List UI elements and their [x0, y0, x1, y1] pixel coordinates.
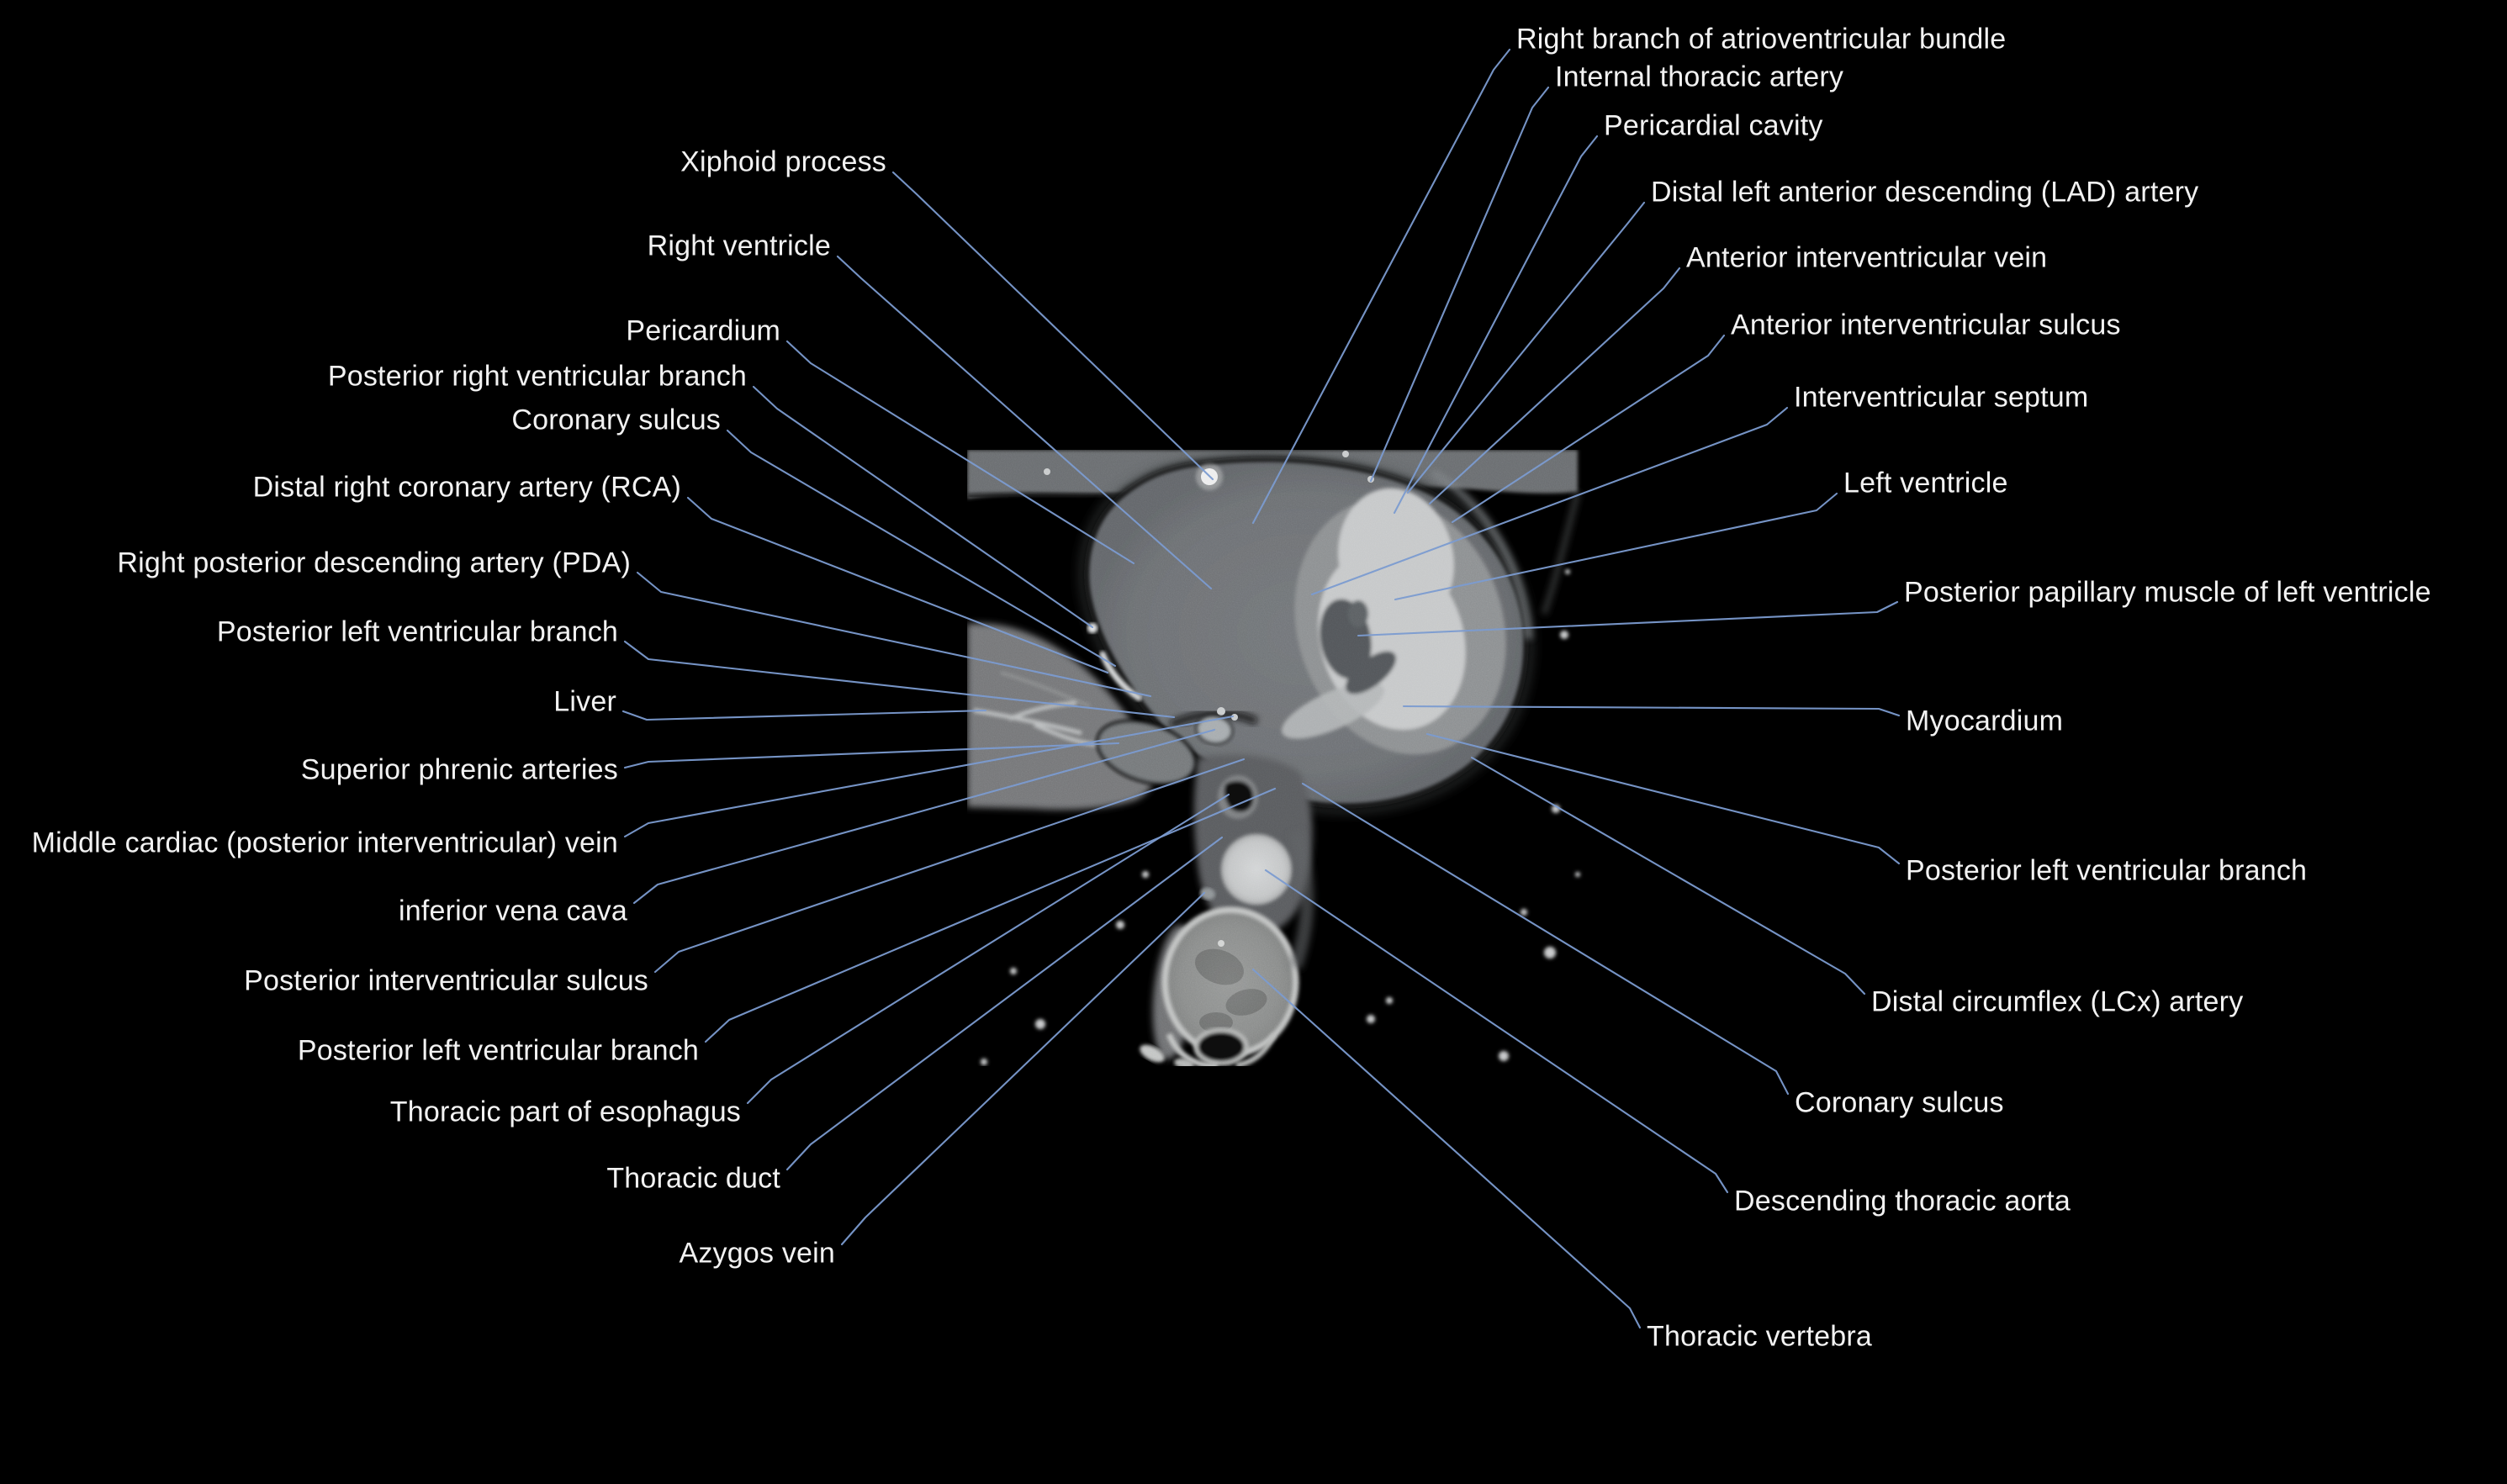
- ct-lv-cavity: [1318, 548, 1466, 730]
- ct-background: [967, 450, 1589, 1066]
- leader-line-coronary-sulcus-right: [1301, 782, 1790, 1096]
- leader-line-liver: [621, 709, 987, 721]
- ct-right-ventricle: [1089, 462, 1524, 804]
- label-right-branch-av-bundle: Right branch of atrioventricular bundle: [1516, 23, 2007, 55]
- leader-line-posterior-left-ventricular-branch-2: [704, 787, 1277, 1043]
- leader-line-distal-lcx: [1470, 756, 1866, 995]
- leader-line-descending-thoracic-aorta: [1264, 869, 1729, 1194]
- ct-noise-texture: [967, 450, 1589, 1066]
- label-left-ventricle: Left ventricle: [1843, 467, 2008, 499]
- leader-line-coronary-sulcus-left: [726, 429, 1117, 668]
- label-anterior-interventricular-sulcus: Anterior interventricular sulcus: [1731, 309, 2121, 341]
- leader-line-posterior-left-ventricular-branch-3: [1425, 732, 1901, 865]
- label-right-ventricle: Right ventricle: [647, 230, 831, 262]
- ct-pericardium: [1079, 452, 1534, 814]
- ct-papillary-muscles: [1320, 599, 1397, 694]
- label-distal-lad: Distal left anterior descending (LAD) ar…: [1651, 176, 2199, 209]
- ct-internal-thoracic-vessels: [1342, 451, 1374, 483]
- ct-heart: [1079, 452, 1534, 814]
- ct-lung-vessels: [981, 569, 1580, 1065]
- label-distal-rca: Distal right coronary artery (RCA): [252, 471, 681, 504]
- ct-cardiophrenic-region: [1095, 719, 1198, 786]
- label-inferior-vena-cava: inferior vena cava: [399, 895, 627, 927]
- label-pericardium: Pericardium: [626, 314, 780, 347]
- ct-spinal-canal: [1193, 1027, 1249, 1066]
- ct-left-ventricle: [1282, 488, 1506, 755]
- ct-mediastinum: [1193, 754, 1313, 937]
- leader-line-middle-cardiac-vein: [623, 715, 1235, 838]
- label-thoracic-esophagus: Thoracic part of esophagus: [389, 1096, 741, 1128]
- ct-liver: [967, 623, 1156, 811]
- leader-line-posterior-papillary-muscle: [1357, 600, 1899, 637]
- leader-line-distal-lad: [1406, 201, 1646, 494]
- ct-rca-vessel: [1087, 623, 1142, 701]
- leader-line-azygos-vein: [840, 891, 1206, 1246]
- leader-line-myocardium: [1402, 705, 1901, 717]
- ct-azygos-vein: [1200, 887, 1215, 900]
- ct-paraspinal-tissue: [1152, 925, 1196, 1059]
- label-coronary-sulcus-right: Coronary sulcus: [1795, 1086, 2004, 1119]
- label-posterior-left-ventricular-branch-1: Posterior left ventricular branch: [216, 615, 618, 648]
- ct-lv-myocardium: [1294, 498, 1506, 755]
- label-posterior-left-ventricular-branch-3: Posterior left ventricular branch: [1906, 854, 2308, 887]
- label-anterior-interventricular-vein: Anterior interventricular vein: [1686, 241, 2048, 274]
- label-middle-cardiac-vein: Middle cardiac (posterior interventricul…: [31, 826, 618, 859]
- leader-line-posterior-left-ventricular-branch-1: [623, 640, 1176, 719]
- ct-esophagus: [1218, 775, 1258, 819]
- leader-line-right-pda: [636, 571, 1152, 698]
- label-xiphoid-process: Xiphoid process: [680, 145, 886, 178]
- leader-line-thoracic-duct: [785, 836, 1224, 1171]
- leader-line-thoracic-esophagus: [746, 793, 1230, 1105]
- leader-line-anterior-interventricular-sulcus: [1451, 334, 1726, 524]
- leader-line-right-branch-av-bundle: [1251, 48, 1511, 525]
- leader-line-inferior-vena-cava: [632, 728, 1216, 905]
- ct-vertebra: [1140, 906, 1299, 1066]
- leader-line-interventricular-septum: [1310, 406, 1789, 596]
- label-distal-lcx: Distal circumflex (LCx) artery: [1871, 985, 2244, 1018]
- ct-liver-vessels: [973, 671, 1113, 747]
- label-descending-thoracic-aorta: Descending thoracic aorta: [1734, 1185, 2071, 1217]
- leader-line-right-ventricle: [836, 255, 1213, 590]
- label-superior-phrenic-arteries: Superior phrenic arteries: [300, 753, 618, 786]
- ct-sternal-calcification: [1044, 463, 1223, 490]
- ct-pleural-lines: [1288, 469, 1581, 969]
- label-pericardial-cavity: Pericardial cavity: [1604, 109, 1823, 142]
- leader-line-xiphoid-process: [891, 171, 1214, 481]
- label-internal-thoracic-artery: Internal thoracic artery: [1555, 61, 1844, 93]
- leader-line-anterior-interventricular-vein: [1428, 267, 1681, 505]
- leader-line-superior-phrenic-arteries: [623, 742, 1120, 769]
- ct-ivc: [1195, 715, 1234, 745]
- label-posterior-right-ventricular-branch: Posterior right ventricular branch: [327, 360, 747, 393]
- leader-line-thoracic-vertebra: [1251, 968, 1642, 1329]
- ct-chest-wall: [967, 450, 1578, 504]
- ct-lv-cavity-upper: [1338, 488, 1454, 631]
- label-posterior-interventricular-sulcus: Posterior interventricular sulcus: [244, 964, 648, 997]
- label-posterior-left-ventricular-branch-2: Posterior left ventricular branch: [297, 1034, 699, 1067]
- leader-line-posterior-interventricular-sulcus: [653, 758, 1246, 974]
- label-azygos-vein: Azygos vein: [679, 1237, 835, 1270]
- leader-line-pericardium: [785, 340, 1135, 565]
- ct-sulcus-vessels: [1169, 707, 1258, 729]
- label-thoracic-vertebra: Thoracic vertebra: [1647, 1320, 1872, 1353]
- label-interventricular-septum: Interventricular septum: [1794, 381, 2089, 414]
- leader-line-posterior-right-ventricular-branch: [752, 385, 1094, 629]
- ct-aorta: [1221, 834, 1292, 905]
- label-liver: Liver: [553, 685, 616, 718]
- label-thoracic-duct: Thoracic duct: [606, 1162, 780, 1195]
- label-myocardium: Myocardium: [1906, 705, 2064, 737]
- leader-line-pericardial-cavity: [1393, 135, 1599, 515]
- leader-line-left-ventricle: [1394, 492, 1838, 601]
- leader-line-internal-thoracic-artery: [1369, 86, 1550, 483]
- label-right-pda: Right posterior descending artery (PDA): [117, 547, 631, 579]
- label-coronary-sulcus-left: Coronary sulcus: [511, 404, 721, 436]
- label-posterior-papillary-muscle: Posterior papillary muscle of left ventr…: [1904, 576, 2431, 609]
- leader-line-distal-rca: [686, 496, 1109, 674]
